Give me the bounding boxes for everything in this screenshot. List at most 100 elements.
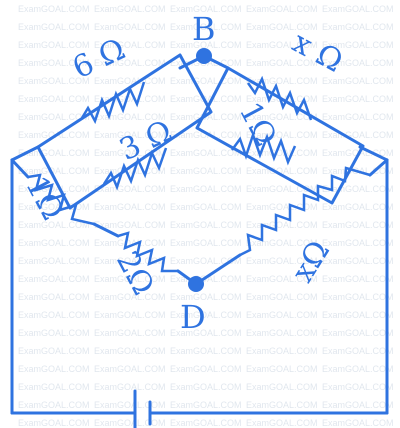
resistor-1ohm-left (27, 173, 95, 226)
watermark-text: ExamGOAL.COM (322, 364, 394, 374)
watermark-text: ExamGOAL.COM (18, 346, 90, 356)
nodes: B D (180, 10, 216, 336)
watermark-text: ExamGOAL.COM (170, 346, 242, 356)
watermark-text: ExamGOAL.COM (18, 202, 90, 212)
watermark-text: ExamGOAL.COM (246, 166, 318, 176)
resistor-2ohm (117, 231, 178, 273)
watermark-text: ExamGOAL.COM (246, 346, 318, 356)
node-d-dot (188, 276, 204, 292)
label-1ohm-right: 1Ω (232, 97, 284, 152)
watermark-text: ExamGOAL.COM (246, 58, 318, 68)
watermark-text: ExamGOAL.COM (18, 220, 90, 230)
node-b-label: B (192, 10, 216, 48)
watermark-text: ExamGOAL.COM (246, 130, 318, 140)
resistor-1ohm-right (230, 131, 297, 166)
watermark-text: ExamGOAL.COM (246, 292, 318, 302)
watermark-text: ExamGOAL.COM (94, 94, 166, 104)
watermark-text: ExamGOAL.COM (246, 256, 318, 266)
watermark-text: ExamGOAL.COM (18, 184, 90, 194)
watermark-text: ExamGOAL.COM (94, 238, 166, 248)
watermark-text: ExamGOAL.COM (94, 400, 166, 410)
watermark-text: ExamGOAL.COM (94, 166, 166, 176)
watermark-text: ExamGOAL.COM (170, 94, 242, 104)
watermark-text: ExamGOAL.COM (18, 94, 90, 104)
watermark-text: ExamGOAL.COM (18, 148, 90, 158)
watermark-text: ExamGOAL.COM (246, 4, 318, 14)
watermark-text: ExamGOAL.COM (246, 364, 318, 374)
watermark-text: ExamGOAL.COM (246, 184, 318, 194)
label-x-outer: x Ω (287, 25, 349, 80)
watermark-text: ExamGOAL.COM (94, 256, 166, 266)
watermark-text: ExamGOAL.COM (94, 148, 166, 158)
watermark-text: ExamGOAL.COM (94, 292, 166, 302)
watermark-text: ExamGOAL.COM (322, 220, 394, 230)
watermark-layer: ExamGOAL.COM ExamGOAL.COM ExamGOAL.COM Exam… (18, 4, 394, 428)
watermark-text: ExamGOAL.COM (322, 292, 394, 302)
watermark-text: ExamGOAL.COM (94, 40, 166, 50)
watermark-text: ExamGOAL.COM (322, 94, 394, 104)
watermark-text: ExamGOAL.COM (246, 22, 318, 32)
watermark-text: ExamGOAL.COM (94, 310, 166, 320)
watermark-text: ExamGOAL.COM (18, 328, 90, 338)
watermark-text: ExamGOAL.COM (94, 22, 166, 32)
watermark-text: ExamGOAL.COM (322, 22, 394, 32)
watermark-text: ExamGOAL.COM (246, 238, 318, 248)
watermark-text: ExamGOAL.COM (18, 400, 90, 410)
watermark-text: ExamGOAL.COM (94, 274, 166, 284)
watermark-text: ExamGOAL.COM (170, 310, 242, 320)
watermark-text: ExamGOAL.COM (170, 382, 242, 392)
watermark-text: ExamGOAL.COM (322, 274, 394, 284)
watermark-text: ExamGOAL.COM (18, 292, 90, 302)
watermark-text: ExamGOAL.COM (246, 40, 318, 50)
watermark-text: ExamGOAL.COM (322, 238, 394, 248)
watermark-text: ExamGOAL.COM (18, 364, 90, 374)
watermark-text: ExamGOAL.COM (94, 328, 166, 338)
watermark-text: ExamGOAL.COM (322, 76, 394, 86)
watermark-text: ExamGOAL.COM (246, 310, 318, 320)
watermark-text: ExamGOAL.COM (94, 418, 166, 428)
watermark-text: ExamGOAL.COM (246, 418, 318, 428)
watermark-text: ExamGOAL.COM (322, 202, 394, 212)
watermark-text: ExamGOAL.COM (18, 256, 90, 266)
watermark-text: ExamGOAL.COM (170, 148, 242, 158)
watermark-text: ExamGOAL.COM (246, 400, 318, 410)
watermark-text: ExamGOAL.COM (170, 184, 242, 194)
watermark-text: ExamGOAL.COM (322, 310, 394, 320)
watermark-text: ExamGOAL.COM (246, 274, 318, 284)
watermark-text: ExamGOAL.COM (170, 202, 242, 212)
watermark-text: ExamGOAL.COM (18, 238, 90, 248)
watermark-text: ExamGOAL.COM (322, 112, 394, 122)
wire-lower-left-a (10, 158, 30, 179)
node-d-label: D (180, 298, 206, 336)
watermark-text: ExamGOAL.COM (246, 220, 318, 230)
resistor-x-lower (239, 166, 371, 257)
watermark-text: ExamGOAL.COM (94, 382, 166, 392)
watermark-text: ExamGOAL.COM (170, 76, 242, 86)
watermark-text: ExamGOAL.COM (170, 130, 242, 140)
parallel-block-right (195, 66, 365, 205)
watermark-text: ExamGOAL.COM (322, 418, 394, 428)
watermark-text: ExamGOAL.COM (246, 328, 318, 338)
node-b-dot (196, 48, 212, 64)
watermark-text: ExamGOAL.COM (18, 274, 90, 284)
watermark-text: ExamGOAL.COM (170, 364, 242, 374)
watermark-text: ExamGOAL.COM (322, 256, 394, 266)
watermark-text: ExamGOAL.COM (18, 40, 90, 50)
watermark-text: ExamGOAL.COM (246, 76, 318, 86)
watermark-text: ExamGOAL.COM (94, 76, 166, 86)
watermark-text: ExamGOAL.COM (246, 202, 318, 212)
watermark-text: ExamGOAL.COM (322, 58, 394, 68)
watermark-text: ExamGOAL.COM (94, 220, 166, 230)
wiring (10, 53, 389, 428)
watermark-text: ExamGOAL.COM (94, 58, 166, 68)
watermark-text: ExamGOAL.COM (322, 382, 394, 392)
watermark-text: ExamGOAL.COM (18, 58, 90, 68)
watermark-text: ExamGOAL.COM (18, 112, 90, 122)
watermark-text: ExamGOAL.COM (94, 130, 166, 140)
watermark-text: ExamGOAL.COM (94, 112, 166, 122)
watermark-text: ExamGOAL.COM (94, 202, 166, 212)
watermark-text: ExamGOAL.COM (94, 4, 166, 14)
watermark-text: ExamGOAL.COM (170, 400, 242, 410)
watermark-text: ExamGOAL.COM (322, 40, 394, 50)
resistors (27, 75, 371, 273)
